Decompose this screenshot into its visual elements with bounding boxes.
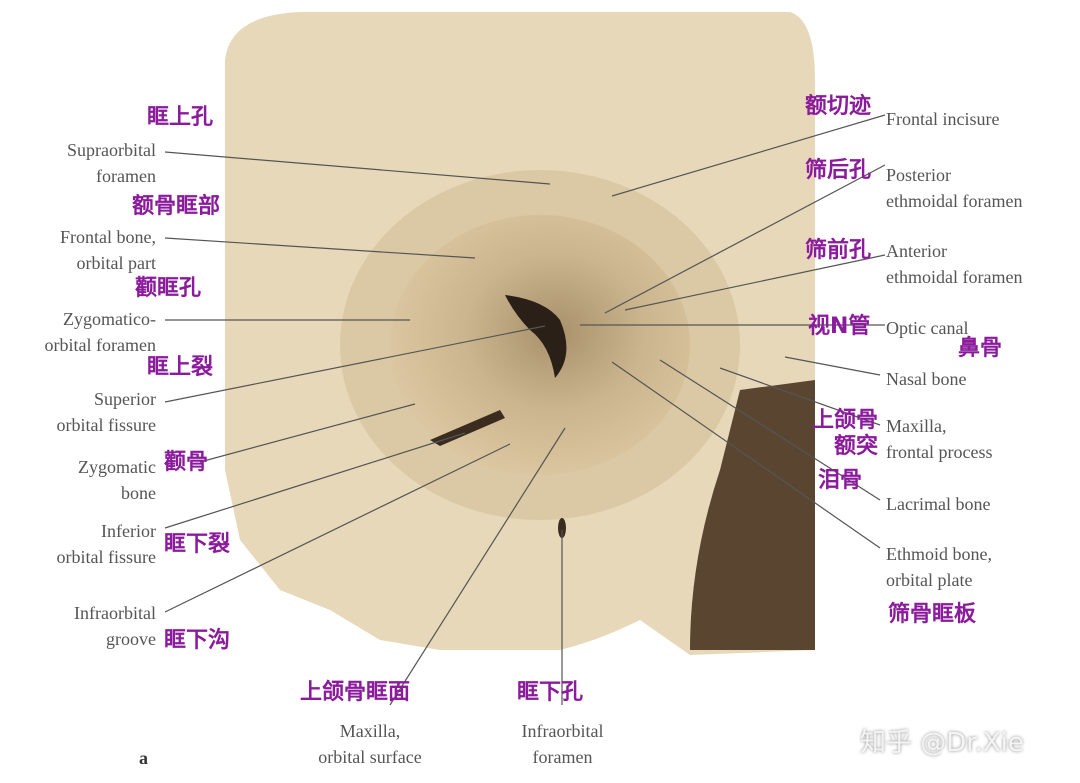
label-ethmoid-bone-orbital-plate: Ethmoid bone, orbital plate (886, 544, 992, 590)
label-nasal-bone: Nasal bone (886, 369, 967, 389)
superior-orbital-fissure (505, 295, 567, 378)
label-infraorbital-groove: Infraorbital groove (74, 603, 156, 649)
label-zh-superior-orbital-fissure: 眶上裂 (147, 355, 214, 380)
label-zh-zygomatico-orbital-foramen: 颧眶孔 (135, 276, 202, 301)
label-zh-zygomatic-bone: 颧骨 (164, 450, 209, 475)
label-lacrimal-bone: Lacrimal bone (886, 494, 991, 514)
label-zygomatico-orbital-foramen: Zygomatico- orbital foramen (44, 309, 156, 355)
label-inferior-orbital-fissure: Inferior orbital fissure (56, 521, 156, 567)
label-frontal-bone-orbital-part: Frontal bone, orbital part (60, 227, 156, 273)
label-superior-orbital-fissure: Superior orbital fissure (56, 389, 156, 435)
label-zh-anterior-ethmoidal-foramen: 筛前孔 (805, 238, 872, 263)
right-dark-region (690, 380, 815, 650)
label-zh-maxilla-frontal-process: 上颌骨额突 (811, 408, 878, 459)
watermark: 知乎 @Dr.Xie (860, 728, 1024, 758)
label-posterior-ethmoidal-foramen: Posterior ethmoidal foramen (886, 165, 1023, 211)
orbit-cavity (390, 215, 690, 475)
label-zh-nasal-bone: 鼻骨 (958, 336, 1003, 361)
label-zh-supraorbital-foramen: 眶上孔 (147, 105, 214, 130)
label-maxilla-frontal-process: Maxilla, frontal process (886, 416, 993, 462)
label-zh-frontal-incisure: 额切迹 (805, 94, 872, 119)
label-optic-canal: Optic canal (886, 318, 969, 338)
figure-letter: a (139, 748, 148, 768)
label-zh-posterior-ethmoidal-foramen: 筛后孔 (805, 158, 872, 183)
label-infraorbital-foramen: Infraorbital foramen (521, 721, 604, 767)
infraorbital-foramen (558, 518, 566, 538)
leader-lines (164, 114, 886, 706)
label-zh-infraorbital-foramen: 眶下孔 (517, 680, 584, 705)
label-zh-ethmoid-bone-orbital-plate: 筛骨眶板 (888, 602, 977, 627)
label-frontal-incisure: Frontal incisure (886, 109, 1000, 129)
label-zh-maxilla-orbital-surface: 上颌骨眶面 (300, 680, 411, 705)
label-zygomatic-bone: Zygomatic bone (78, 457, 156, 503)
label-zh-infraorbital-groove: 眶下沟 (164, 628, 231, 653)
label-zh-inferior-orbital-fissure: 眶下裂 (164, 532, 231, 557)
label-zh-lacrimal-bone: 泪骨 (818, 468, 863, 493)
inferior-orbital-fissure (430, 410, 505, 446)
label-anterior-ethmoidal-foramen: Anterior ethmoidal foramen (886, 241, 1023, 287)
label-supraorbital-foramen: Supraorbital foramen (67, 140, 156, 186)
label-zh-optic-canal: 视N管 (808, 314, 871, 339)
label-maxilla-orbital-surface: Maxilla, orbital surface (318, 721, 422, 767)
label-zh-frontal-bone-orbital-part: 额骨眶部 (132, 194, 221, 219)
